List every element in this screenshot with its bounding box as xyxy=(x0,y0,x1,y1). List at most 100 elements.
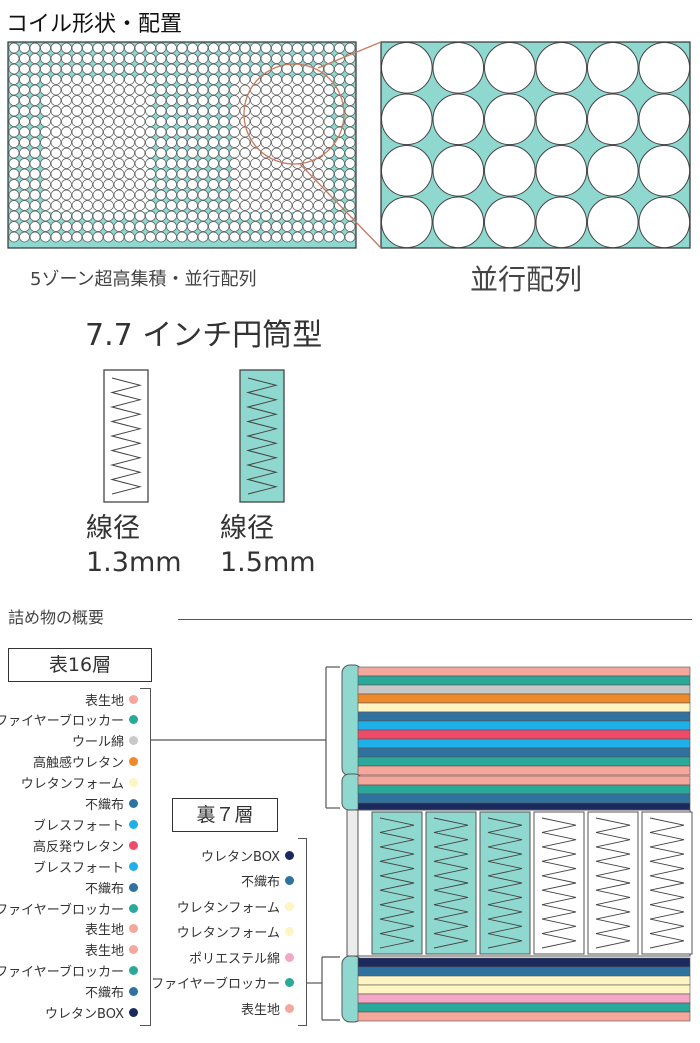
zone-coil xyxy=(92,189,104,201)
zone-coil xyxy=(19,200,30,211)
zone-coil xyxy=(71,210,83,222)
zone-coil xyxy=(50,74,62,85)
zone-coil xyxy=(50,147,62,159)
zone-coil xyxy=(250,179,261,190)
zone-coil xyxy=(124,126,135,138)
zone-coil xyxy=(229,189,240,201)
zone-coil xyxy=(344,84,356,96)
zone-coil xyxy=(229,74,240,85)
zone-coil xyxy=(334,158,345,169)
zone-coil xyxy=(19,126,30,138)
upper-pad-band xyxy=(357,765,691,776)
zone-coil xyxy=(61,168,72,180)
zone-coil xyxy=(155,84,167,96)
zone-coil xyxy=(302,105,314,117)
zone-coil xyxy=(145,84,156,96)
zone-coil xyxy=(71,147,83,159)
zone-coil xyxy=(19,95,30,106)
zone-coil xyxy=(344,179,356,190)
zone-coil xyxy=(292,84,303,96)
cross-section-spring-cell xyxy=(533,811,585,955)
zone-coil xyxy=(50,231,62,243)
zone-coil xyxy=(113,158,125,169)
zone-coil xyxy=(176,116,188,127)
upper-pad-band xyxy=(357,747,691,758)
zone-coil xyxy=(323,74,335,85)
zone-coil xyxy=(134,200,146,211)
zone-coil xyxy=(50,168,62,180)
zone-coil xyxy=(113,53,125,64)
zone-coil xyxy=(197,84,209,96)
zone-coil xyxy=(187,189,198,201)
top-layer-name: ウール綿 xyxy=(71,735,124,751)
zone-coil xyxy=(19,42,30,54)
zone-coil xyxy=(239,200,251,211)
zone-coil xyxy=(218,168,230,180)
zone-coil xyxy=(40,74,51,85)
zone-coil xyxy=(197,63,209,75)
zone-coil xyxy=(187,200,198,211)
zone-coil xyxy=(145,210,156,222)
section-divider xyxy=(178,619,692,620)
top-layer-color-dot xyxy=(129,736,138,746)
zone-coil xyxy=(260,210,272,222)
zone-coil xyxy=(281,147,293,159)
zone-coil xyxy=(155,231,167,243)
zone-coil xyxy=(134,179,146,190)
zone-coil xyxy=(145,42,156,54)
zone-coil xyxy=(344,105,356,117)
zone-coil xyxy=(344,137,356,148)
zone-coil xyxy=(344,200,356,211)
zone-coil xyxy=(344,168,356,180)
zone-coil xyxy=(92,74,104,85)
zone-coil xyxy=(71,189,83,201)
zone-coil xyxy=(239,221,251,232)
zone-coil xyxy=(197,221,209,232)
zone-coil xyxy=(103,84,114,96)
zone-coil xyxy=(61,105,72,117)
zone-coil xyxy=(176,147,188,159)
zone-coil xyxy=(271,137,282,148)
top-layer-name: 表生地 xyxy=(84,944,124,960)
zone-coil xyxy=(239,231,251,243)
zone-coil xyxy=(334,42,345,54)
zone-coil xyxy=(229,84,240,96)
zone-coil xyxy=(271,42,282,54)
upper-pad-band xyxy=(357,693,691,704)
zoom-coil xyxy=(587,145,639,197)
wire-1-3: 線径 1.3mm xyxy=(86,512,182,580)
zoom-coil xyxy=(432,196,485,249)
zone-coil xyxy=(208,179,219,190)
zone-coil xyxy=(313,189,324,201)
top-layer-name: 高触感ウレタン xyxy=(32,756,124,772)
zone-coil xyxy=(40,42,51,54)
zone-coil xyxy=(19,137,30,148)
zone-coil xyxy=(281,95,293,106)
zone-coil xyxy=(281,74,293,85)
zone-coil xyxy=(166,126,177,138)
zone-coil xyxy=(50,221,62,232)
zone-coil xyxy=(82,53,93,64)
zone-coil xyxy=(134,126,146,138)
zone-coil xyxy=(197,126,209,138)
zone-coil xyxy=(271,53,282,64)
second-pad-band xyxy=(357,793,691,804)
zone-coil xyxy=(176,158,188,169)
zone-coil xyxy=(323,179,335,190)
zone-coil xyxy=(229,42,240,54)
zone-coil xyxy=(208,221,219,232)
zone-coil xyxy=(313,179,324,190)
zone-coil xyxy=(239,53,251,64)
zoom-coil xyxy=(381,93,433,146)
zone-coil xyxy=(208,105,219,117)
zone-coil xyxy=(71,200,83,211)
zone-coil xyxy=(271,221,282,232)
zoom-grid-frame xyxy=(380,41,691,249)
zone-coil xyxy=(82,63,93,75)
zone-coil xyxy=(71,95,83,106)
zone-coil xyxy=(113,63,125,75)
top-layer-item: ファイヤーブロッカー xyxy=(0,962,138,980)
zone-coil xyxy=(103,221,114,232)
zone-coil xyxy=(71,158,83,169)
zone-coil xyxy=(260,231,272,243)
